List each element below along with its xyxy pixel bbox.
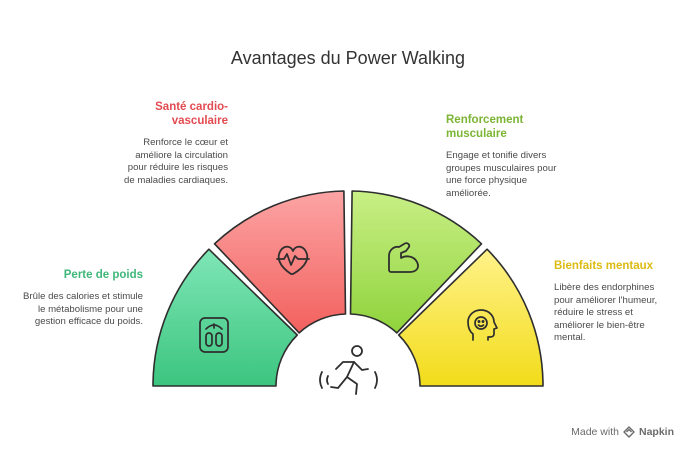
made-with-napkin-link[interactable]: Made with Napkin bbox=[571, 426, 674, 438]
muscle-title: Renforcement musculaire bbox=[446, 114, 524, 140]
cardio-description: Renforce le cœur et améliore la circulat… bbox=[124, 137, 228, 186]
cardio-text-block: Santé cardio-vasculaire Renforce le cœur… bbox=[120, 100, 228, 187]
muscle-text-block: Renforcement musculaire Engage et tonifi… bbox=[446, 113, 572, 200]
weight-loss-text-block: Perte de poids Brûle des calories et sti… bbox=[20, 268, 143, 329]
smiling-head-icon bbox=[467, 309, 498, 341]
mental-description: Libère des endorphines pour améliorer l'… bbox=[554, 282, 658, 343]
made-with-label: Made with bbox=[571, 426, 619, 438]
weight-loss-description: Brûle des calories et stimule le métabol… bbox=[23, 291, 143, 327]
flexed-arm-icon bbox=[388, 242, 419, 273]
scale-icon bbox=[199, 317, 229, 353]
cardio-title: Santé cardio-vasculaire bbox=[155, 101, 228, 127]
mental-title: Bienfaits mentaux bbox=[554, 260, 654, 272]
weight-loss-title: Perte de poids bbox=[63, 269, 143, 281]
walking-person-icon bbox=[319, 345, 378, 395]
mental-text-block: Bienfaits mentaux Libère des endorphines… bbox=[554, 259, 664, 345]
diagram-title: Avantages du Power Walking bbox=[230, 48, 466, 68]
napkin-logo-icon bbox=[623, 426, 635, 438]
heart-pulse-icon bbox=[276, 245, 310, 275]
napkin-brand: Napkin bbox=[638, 426, 674, 438]
muscle-description: Engage et tonifie divers groupes muscula… bbox=[446, 150, 557, 199]
segment-mental bbox=[397, 248, 544, 387]
